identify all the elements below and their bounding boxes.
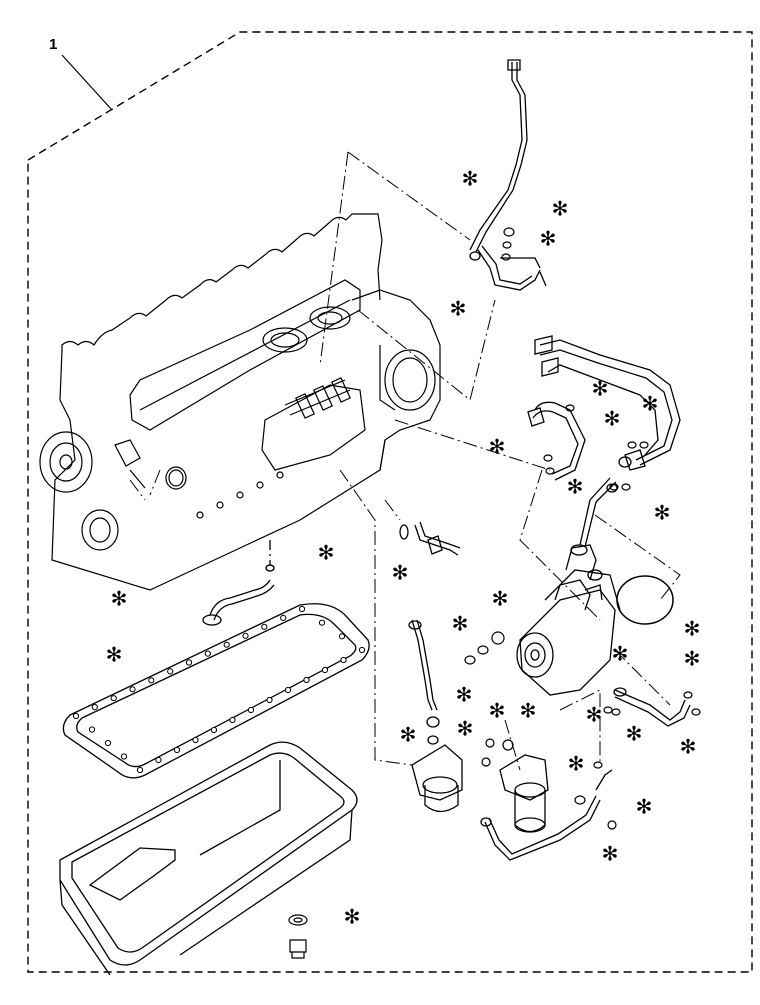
- gasket-bolt-hole: [261, 623, 268, 630]
- oil-pipe: [202, 540, 275, 626]
- oil-pan-gasket: [62, 603, 370, 779]
- gasket-bolt-hole: [229, 716, 236, 724]
- asterisk-marker: ✻: [462, 167, 479, 191]
- gasket-bolt-hole: [167, 668, 174, 675]
- oil-pan: [59, 741, 358, 976]
- overflow-pipe: [613, 687, 701, 727]
- asterisk-marker: ✻: [456, 683, 473, 707]
- asterisk-marker: ✻: [636, 795, 653, 819]
- asterisk-marker: ✻: [492, 587, 509, 611]
- asterisk-marker: ✻: [680, 735, 697, 759]
- gasket-bolt-hole: [318, 619, 326, 626]
- gasket-bolt-hole: [284, 686, 292, 694]
- asterisk-marker: ✻: [626, 722, 643, 746]
- asterisk-marker: ✻: [684, 647, 701, 671]
- gasket-bolt-hole: [104, 739, 112, 747]
- asterisk-marker: ✻: [586, 703, 603, 727]
- kit-boundary: [27, 31, 753, 973]
- asterisk-marker: ✻: [684, 617, 701, 641]
- gasket-bolt-hole: [210, 726, 218, 734]
- gasket-bolt-hole: [242, 632, 249, 639]
- asterisk-marker: ✻: [392, 561, 409, 585]
- gasket-bolt-hole: [321, 666, 329, 674]
- asterisk-marker: ✻: [489, 435, 506, 459]
- asterisk-marker: ✻: [592, 377, 609, 401]
- gasket-bolt-hole: [72, 712, 80, 720]
- asterisk-marker: ✻: [567, 475, 584, 499]
- asterisk-marker: ✻: [400, 723, 417, 747]
- asterisk-markers: ✻ ✻ ✻ ✻ ✻ ✻ ✻ ✻ ✻ ✻ ✻ ✻ ✻ ✻ ✻ ✻ ✻ ✻ ✻ ✻ ✻ ✻ ✻ ✻ ✻ ✻ ✻ ✻ ✻ ✻ ✻: [106, 167, 701, 929]
- gasket-bolt-hole: [91, 704, 98, 711]
- engine-block: [39, 213, 441, 591]
- asterisk-marker: ✻: [604, 407, 621, 431]
- asterisk-marker: ✻: [602, 842, 619, 866]
- fuel-filter-right: [480, 754, 613, 861]
- callout-number-1: 1: [49, 36, 58, 53]
- asterisk-marker: ✻: [106, 643, 123, 667]
- gasket-bolt-hole: [303, 676, 310, 684]
- gasket-bolt-hole: [88, 726, 96, 733]
- gasket-bolt-hole: [223, 641, 230, 648]
- asterisk-marker: ✻: [457, 717, 474, 741]
- gasket-bolt-hole: [280, 614, 287, 622]
- gasket-bolt-hole: [136, 766, 144, 774]
- gasket-bolt-hole: [340, 656, 347, 664]
- gasket-bolt-hole: [358, 646, 366, 654]
- fuel-filter-left: [408, 619, 463, 813]
- asterisk-marker: ✻: [654, 501, 671, 525]
- gasket-bolt-hole: [266, 696, 273, 704]
- gasket-bolt-hole: [120, 753, 128, 760]
- asterisk-marker: ✻: [612, 642, 629, 666]
- asterisk-marker: ✻: [540, 227, 557, 251]
- drain-plug: [289, 939, 307, 959]
- gasket-bolt-hole: [148, 677, 155, 684]
- gasket-bolt-hole: [247, 706, 255, 714]
- gasket-bolt-hole: [185, 659, 193, 666]
- callout-leader: [61, 54, 113, 111]
- fuel-return-pipe: [469, 59, 547, 291]
- asterisk-marker: ✻: [489, 699, 506, 723]
- gasket-bolt-hole: [110, 695, 117, 702]
- asterisk-marker: ✻: [552, 197, 569, 221]
- drain-washer: [288, 914, 308, 926]
- gasket-bolt-hole: [129, 686, 136, 693]
- asterisk-marker: ✻: [568, 752, 585, 776]
- asterisk-marker: ✻: [520, 699, 537, 723]
- injector-lines: [527, 335, 681, 481]
- gasket-bolt-hole: [338, 633, 346, 640]
- leak-off-pipe: [399, 521, 461, 556]
- asterisk-marker: ✻: [450, 297, 467, 321]
- asterisk-marker: ✻: [111, 587, 128, 611]
- gasket-bolt-hole: [173, 746, 181, 754]
- gasket-bolt-hole: [298, 605, 306, 613]
- pump-o-ring: [616, 575, 674, 625]
- gasket-bolt-hole: [155, 756, 162, 764]
- alignment-lines: [129, 151, 681, 771]
- asterisk-marker: ✻: [318, 541, 335, 565]
- asterisk-marker: ✻: [452, 612, 469, 636]
- asterisk-marker: ✻: [344, 905, 361, 929]
- asterisk-marker: ✻: [642, 392, 659, 416]
- sealing-washers: [165, 227, 649, 830]
- gasket-bolt-hole: [192, 736, 199, 744]
- gasket-bolt-hole: [204, 650, 211, 657]
- injection-pump: [516, 477, 621, 696]
